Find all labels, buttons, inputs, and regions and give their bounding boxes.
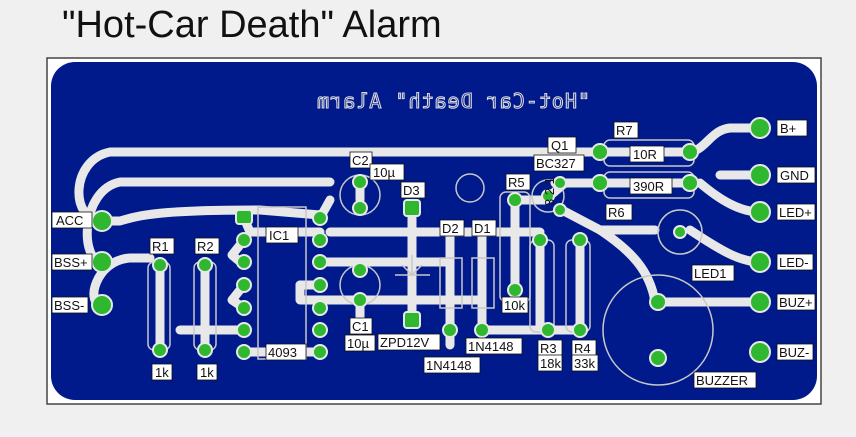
r3-label: R3 <box>540 341 557 356</box>
c1-label: C1 <box>352 319 369 334</box>
r7-label: R7 <box>616 123 633 138</box>
d2-label: D2 <box>442 221 459 236</box>
mirrored-silk-text: "Hot-Car Death" Alarm <box>316 89 590 113</box>
d3-label: D3 <box>403 183 420 198</box>
connector-buzplus-label: BUZ+ <box>779 295 813 310</box>
c2-label: C2 <box>352 153 369 168</box>
q1-label: Q1 <box>551 138 568 153</box>
r6-value-label: 390R <box>633 179 664 194</box>
r6-label: R6 <box>608 205 625 220</box>
page-title: "Hot-Car Death" Alarm <box>62 4 442 46</box>
connector-ledminus-label: LED- <box>779 255 809 270</box>
q1-pins-label: 3 2 1 <box>542 177 557 206</box>
r2-label: R2 <box>197 239 214 254</box>
led1-label: LED1 <box>694 266 727 281</box>
labels: ACC BSS+ BSS- B+ GND LED+ LED- BUZ+ BUZ-… <box>51 119 816 389</box>
connector-bss-minus-label: BSS- <box>54 298 84 313</box>
r3-value-label: 18k <box>540 356 561 371</box>
ic1-label: IC1 <box>269 228 289 243</box>
c1-value-label: 10µ <box>347 336 369 351</box>
r7-value-label: 10R <box>633 147 657 162</box>
buzzer-label: BUZZER <box>696 373 748 388</box>
r-10k-value-label: 10k <box>504 298 525 313</box>
zener-label: ZPD12V <box>380 335 429 350</box>
d1-part-label: 1N4148 <box>468 339 514 354</box>
connector-ledplus-label: LED+ <box>779 205 812 220</box>
connector-bplus-label: B+ <box>780 121 796 136</box>
connector-gnd-label: GND <box>780 168 809 183</box>
c2-value-label: 10µ <box>373 165 395 180</box>
d1-label: D1 <box>474 221 491 236</box>
d2-part-label: 1N4148 <box>426 358 472 373</box>
r1-label: R1 <box>152 239 169 254</box>
r2-value-label: 1k <box>200 365 214 380</box>
q1-part-label: BC327 <box>536 156 576 171</box>
connector-buzminus-label: BUZ- <box>779 345 809 360</box>
r1-value-label: 1k <box>155 365 169 380</box>
connector-acc-label: ACC <box>56 213 83 228</box>
ic1-part-label: 4093 <box>268 345 297 360</box>
r4-value-label: 33k <box>574 356 595 371</box>
connector-bss-plus-label: BSS+ <box>54 255 88 270</box>
r5-label: R5 <box>508 175 525 190</box>
r4-label: R4 <box>574 341 591 356</box>
